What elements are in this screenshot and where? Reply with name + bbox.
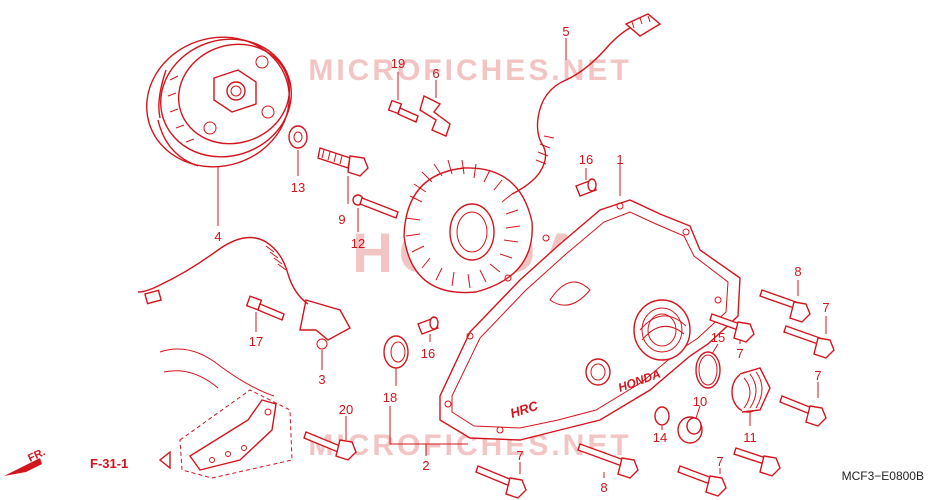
callout-7-c: 7 xyxy=(814,368,821,383)
callout-18: 18 xyxy=(383,390,397,405)
part-13-washer xyxy=(288,125,308,149)
part-4-flywheel-rotor xyxy=(146,36,292,168)
part-10-cap xyxy=(677,416,703,444)
callout-7-e: 7 xyxy=(716,454,723,469)
part-17-bolt xyxy=(245,295,285,321)
part-7-bolt-a xyxy=(783,325,835,359)
callout-16-a: 16 xyxy=(579,152,593,167)
callout-11: 11 xyxy=(743,430,757,445)
leader-lines xyxy=(217,38,827,478)
callout-10: 10 xyxy=(693,394,707,409)
callout-20: 20 xyxy=(339,402,353,417)
front-direction: FR. xyxy=(4,446,47,476)
part-3-pulse-sensor xyxy=(137,236,351,350)
part-7-bolt-f xyxy=(475,465,527,499)
callout-7-a: 7 xyxy=(822,300,829,315)
callouts: 1 2 3 4 5 6 7 7 7 7 7 8 8 9 10 11 12 13 … xyxy=(214,24,829,495)
callout-16-b: 16 xyxy=(421,346,435,361)
callout-4: 4 xyxy=(214,229,221,244)
ref-arrow-icon xyxy=(158,450,171,470)
callout-13: 13 xyxy=(291,180,305,195)
front-label: FR. xyxy=(26,446,47,464)
part-15-o-ring xyxy=(695,351,721,389)
watermark-top: MICROFICHES.NET xyxy=(308,54,631,87)
figure-code: MCF3−E0800B xyxy=(842,469,924,483)
part-16-dowel-upper xyxy=(575,178,597,197)
part-8-bolt-lower xyxy=(577,443,639,479)
callout-1: 1 xyxy=(616,152,623,167)
part-8-bolt-upper xyxy=(759,289,811,323)
part-7-bolt-e xyxy=(677,465,727,497)
part-19-bolt xyxy=(387,99,419,123)
callout-7-d: 7 xyxy=(516,448,523,463)
frame-reference-bracket xyxy=(159,348,293,479)
part-11-plug xyxy=(731,367,771,413)
callout-17: 17 xyxy=(249,334,263,349)
callout-7-b: 7 xyxy=(736,346,743,361)
callout-6: 6 xyxy=(432,66,439,81)
callout-3: 3 xyxy=(318,372,325,387)
callout-2: 2 xyxy=(422,458,429,473)
callout-15: 15 xyxy=(711,330,725,345)
part-18-oil-seal xyxy=(383,335,409,369)
part-7-bolt-b xyxy=(709,313,755,343)
part-12-stator-bolt xyxy=(352,194,399,219)
part-7-bolt-d xyxy=(733,447,781,477)
front-arrow-icon xyxy=(4,458,42,476)
frame-reference: F-31-1 xyxy=(90,450,171,471)
callout-9: 9 xyxy=(338,212,345,227)
callout-12: 12 xyxy=(351,236,365,251)
part-1-left-crankcase-cover: HRC HONDA xyxy=(439,199,741,441)
callout-8-b: 8 xyxy=(600,480,607,495)
part-14-o-ring xyxy=(654,406,670,426)
part-16-dowel-lower xyxy=(417,316,439,335)
part-20-bolt xyxy=(303,431,357,461)
part-9-flywheel-bolt xyxy=(317,147,369,177)
part-5-stator xyxy=(403,13,662,294)
part-7-bolt-c xyxy=(779,395,827,427)
callout-19: 19 xyxy=(391,56,405,71)
callout-14: 14 xyxy=(653,430,667,445)
callout-5: 5 xyxy=(562,24,569,39)
ref-label: F-31-1 xyxy=(90,456,128,471)
callout-8-a: 8 xyxy=(794,264,801,279)
part-6-clamp xyxy=(419,94,451,137)
